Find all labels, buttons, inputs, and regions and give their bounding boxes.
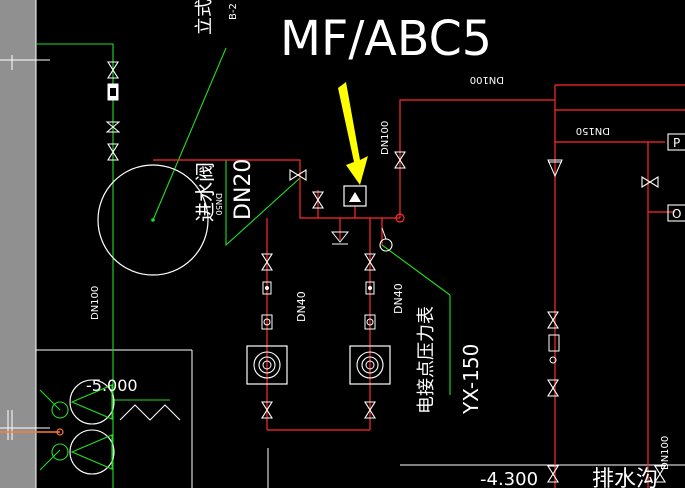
label-box-p: P [673, 136, 680, 150]
tank-circle-icon [97, 164, 209, 276]
label-dn100-right: DN100 [660, 436, 671, 470]
label-gauge-name: 电接点压力表 [416, 306, 437, 414]
label-level-bottom: -4.300 [480, 469, 538, 488]
page-title: MF/ABC5 [280, 11, 492, 67]
green-pipes [36, 43, 451, 488]
instrument-box [343, 185, 367, 207]
pointer-arrow-icon [338, 82, 368, 185]
check-valve-icon [330, 231, 350, 245]
instrument-triangle [349, 192, 361, 202]
left-panel [0, 0, 36, 488]
label-gauge-model: YX-150 [459, 344, 483, 415]
label-dn40-a: DN40 [295, 291, 308, 322]
label-dn100-top: DN100 [470, 74, 504, 85]
pump-branch-right [349, 253, 391, 419]
pipe-node [395, 213, 405, 223]
label-inlet-valve: 进水阀 [193, 162, 217, 222]
label-dn150: DN150 [576, 125, 610, 136]
label-dn100-vertical: DN100 [380, 121, 391, 155]
label-box-o: O [672, 207, 681, 221]
red-pipes [153, 84, 685, 488]
label-top-left: 立式 [194, 0, 215, 35]
right-components [547, 133, 685, 483]
pump-icon [51, 379, 181, 475]
label-drain: 排水沟 [592, 467, 658, 488]
label-top-small: B-2 [228, 3, 239, 20]
pump-branch-left [246, 253, 288, 419]
check-valve-icon [105, 121, 121, 133]
label-dn40-b: DN40 [392, 283, 405, 314]
gate-valve-icon [289, 169, 307, 181]
label-dn20: DN20 [231, 159, 256, 220]
label-dn50-small: DN50 [214, 193, 223, 215]
tank-center [151, 218, 155, 222]
label-level-left: -5.000 [86, 376, 138, 395]
label-dn100-left: DN100 [90, 286, 101, 320]
